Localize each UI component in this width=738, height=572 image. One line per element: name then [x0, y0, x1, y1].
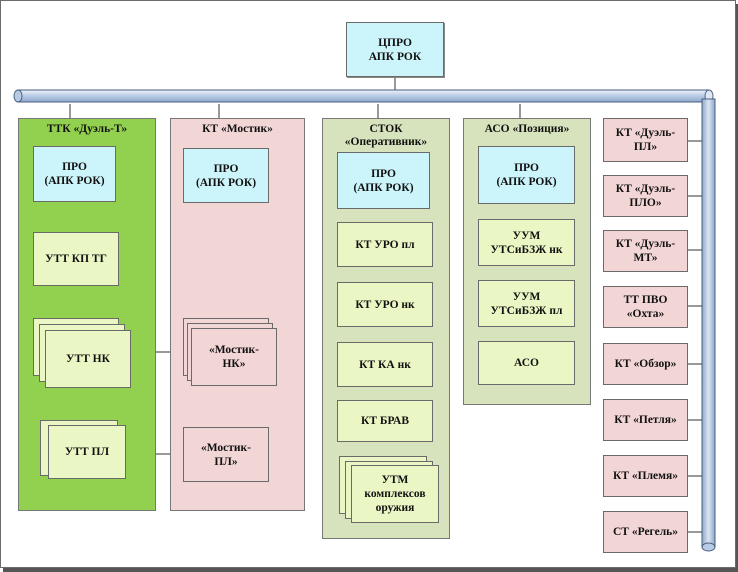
- kt-plemya-node: КТ «Племя»: [603, 455, 688, 497]
- horizontal-bus-pipe: [13, 89, 714, 103]
- kt-ka-nk-node: КТ КА нк: [337, 342, 433, 387]
- utm-weapons-node: УТМ комплексов оружия: [351, 465, 439, 523]
- tt-pvo-okhta-node: ТТ ПВО «Охта»: [603, 286, 688, 328]
- uum-utsibzzh-pl-node: УУМ УТСиБЗЖ пл: [478, 280, 575, 327]
- panel-title: КТ «Мостик»: [202, 123, 273, 135]
- kt-petlya-node: КТ «Петля»: [603, 399, 688, 441]
- utt-kp-tg-node: УТТ КП ТГ: [33, 232, 119, 286]
- panel-title: АСО «Позиция»: [484, 123, 570, 135]
- ttk-pro-node: ПРО (АПК РОК): [33, 146, 116, 202]
- kt-uro-nk-node: КТ УРО нк: [337, 282, 433, 327]
- mostik-pro-node: ПРО (АПК РОК): [183, 148, 269, 203]
- vertical-bus-pipe: [701, 98, 716, 552]
- center-node-cpro: ЦПРО АПК РОК: [346, 22, 444, 77]
- panel-title: ТТК «Дуэль-Т»: [46, 123, 128, 135]
- panel-title: СТОК «Оперативник»: [344, 123, 428, 148]
- stok-pro-node: ПРО (АПК РОК): [337, 152, 430, 209]
- mostik-nk-node: «Мостик- НК»: [191, 328, 277, 386]
- st-regel-node: СТ «Регель»: [603, 511, 688, 553]
- kt-duel-pl-node: КТ «Дуэль- ПЛ»: [603, 118, 688, 162]
- utt-pl-node: УТТ ПЛ: [48, 425, 126, 479]
- mostik-pl-node: «Мостик- ПЛ»: [183, 427, 269, 482]
- kt-obzor-node: КТ «Обзор»: [603, 343, 688, 385]
- kt-uro-pl-node: КТ УРО пл: [337, 222, 433, 267]
- utt-nk-node: УТТ НК: [45, 330, 131, 388]
- aso-node: АСО: [478, 341, 575, 385]
- kt-duel-mt-node: КТ «Дуэль- МТ»: [603, 230, 688, 272]
- kt-brav-node: КТ БРАВ: [337, 400, 433, 442]
- kt-duel-plo-node: КТ «Дуэль- ПЛО»: [603, 175, 688, 217]
- uum-utsibzzh-nk-node: УУМ УТСиБЗЖ нк: [478, 219, 575, 266]
- aso-pro-node: ПРО (АПК РОК): [478, 146, 575, 204]
